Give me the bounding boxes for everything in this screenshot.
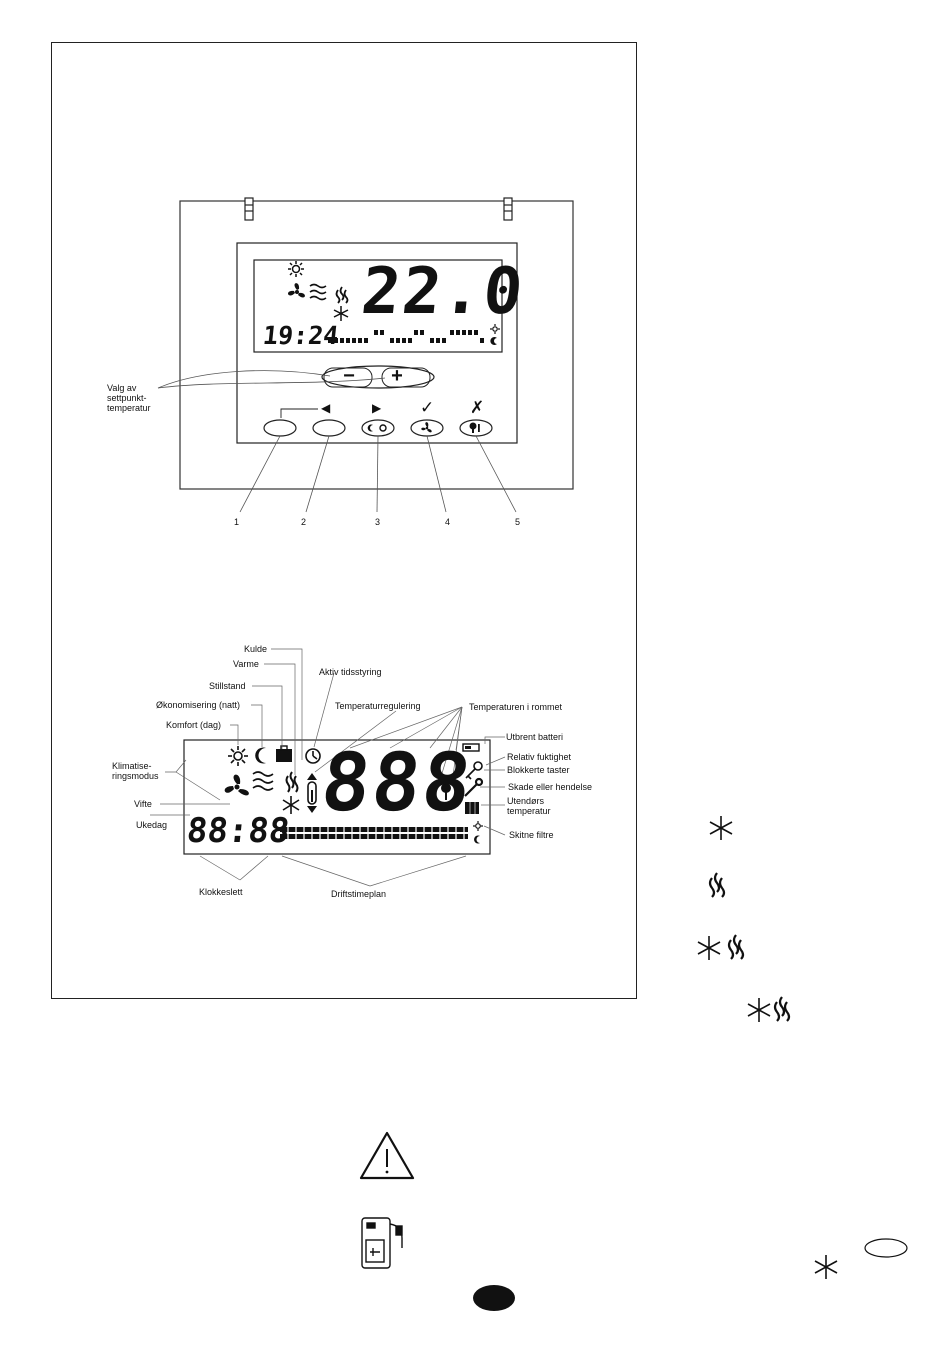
- suitcase-icon: [276, 745, 292, 762]
- thermometer-icon: [307, 773, 317, 813]
- label-klokkeslett: Klokkeslett: [199, 887, 243, 897]
- button-number-2: 2: [301, 517, 307, 527]
- setpoint-rocker: [321, 365, 435, 389]
- button-number-3: 3: [375, 517, 381, 527]
- sun-button-icon: [379, 424, 387, 432]
- label-skitne-filtre: Skitne filtre: [509, 830, 554, 840]
- wall-unit-icon: [361, 1217, 403, 1269]
- clock-icon: [305, 748, 321, 764]
- minus-button[interactable]: −: [343, 365, 355, 387]
- plus-button[interactable]: +: [391, 365, 403, 387]
- snowflake-icon: [709, 816, 733, 840]
- label-skade-eller-hendelse: Skade eller hendelse: [508, 782, 593, 792]
- wrench-icon: [464, 777, 484, 797]
- legend-snowflake-icon: [282, 796, 300, 814]
- mount-clip-right: [503, 197, 513, 221]
- heat-waves-icon: [773, 996, 791, 1022]
- label-relativ-fuktighet: Relativ fuktighet: [507, 752, 572, 762]
- warning-triangle-icon: [359, 1131, 415, 1180]
- snowflake-icon: [333, 306, 349, 321]
- button-number-5: 5: [515, 517, 521, 527]
- left-arrow-icon: ◀: [321, 401, 331, 415]
- main-frame: [51, 42, 637, 999]
- label-varme: Varme: [233, 659, 259, 669]
- panel-housing: [236, 242, 518, 444]
- page-number-badge: [473, 1285, 515, 1311]
- legend-heat-waves-icon: [285, 771, 299, 793]
- legend-lcd: [183, 739, 491, 855]
- panel-outline: [179, 200, 574, 490]
- setpoint-label: Valg av settpunkt- temperatur: [107, 383, 151, 413]
- label-klimatisering: Klimatise- ringsmodus: [112, 761, 159, 781]
- label-blokkerte-taster: Blokkerte taster: [507, 765, 570, 775]
- airflow-icon: [309, 283, 327, 301]
- panel-lcd: [253, 259, 503, 353]
- snowflake-icon: [697, 936, 721, 960]
- label-okonomisering: Økonomisering (natt): [156, 700, 241, 710]
- legend-fan-icon: [224, 774, 249, 796]
- button-number-1: 1: [234, 517, 240, 527]
- legend-moon-icon: [255, 747, 266, 764]
- label-temperaturen-i-rommet: Temperaturen i rommet: [469, 702, 563, 712]
- label-utendors-temperatur: Utendørs temperatur: [507, 796, 551, 816]
- right-arrow-icon: ▶: [372, 401, 382, 415]
- snowflake-icon: [814, 1255, 838, 1279]
- tree-icon: [441, 783, 451, 800]
- heat-waves-icon: [727, 934, 745, 960]
- legend-schedule-bar: [280, 827, 468, 839]
- language-badge: [864, 1238, 908, 1258]
- check-icon: ✓: [420, 398, 435, 417]
- battery-icon: [462, 743, 480, 752]
- label-temperaturregulering: Temperaturregulering: [335, 701, 421, 711]
- heat-waves-icon: [708, 872, 726, 898]
- label-driftstimeplan: Driftstimeplan: [331, 889, 387, 899]
- legend-airflow-icon: [252, 771, 274, 791]
- moon-small-icon: [490, 336, 497, 345]
- sun-icon: [288, 261, 304, 277]
- schedule-bar: [328, 330, 484, 343]
- label-utbrent-batteri: Utbrent batteri: [506, 732, 564, 742]
- legend-sun-icon: [228, 746, 248, 766]
- legend-moon-small-icon: [474, 835, 480, 844]
- minus-key-outline: [323, 367, 373, 388]
- snowflake-icon: [747, 998, 771, 1022]
- label-stillstand: Stillstand: [209, 681, 246, 691]
- button-number-4: 4: [445, 517, 451, 527]
- key-icon: [465, 761, 483, 780]
- fan-button-icon: [421, 422, 432, 433]
- label-komfort: Komfort (dag): [166, 720, 222, 730]
- legend-sun-small-icon: [473, 821, 483, 831]
- plus-key-outline: [381, 367, 431, 388]
- sun-small-icon: [490, 324, 500, 334]
- cross-icon: ✗: [470, 398, 485, 417]
- heat-waves-icon: [335, 286, 349, 304]
- filter-icon: [465, 802, 479, 814]
- label-aktiv-tidsstyring: Aktiv tidsstyring: [319, 667, 382, 677]
- tree-button-icon: [469, 422, 480, 433]
- label-vifte: Vifte: [134, 799, 152, 809]
- mount-clip-left: [244, 197, 254, 221]
- moon-button-icon: [367, 424, 373, 432]
- label-kulde: Kulde: [244, 644, 268, 654]
- label-ukedag: Ukedag: [136, 820, 168, 830]
- fan-icon: [287, 283, 305, 298]
- small-thermometer-icon: [455, 783, 458, 797]
